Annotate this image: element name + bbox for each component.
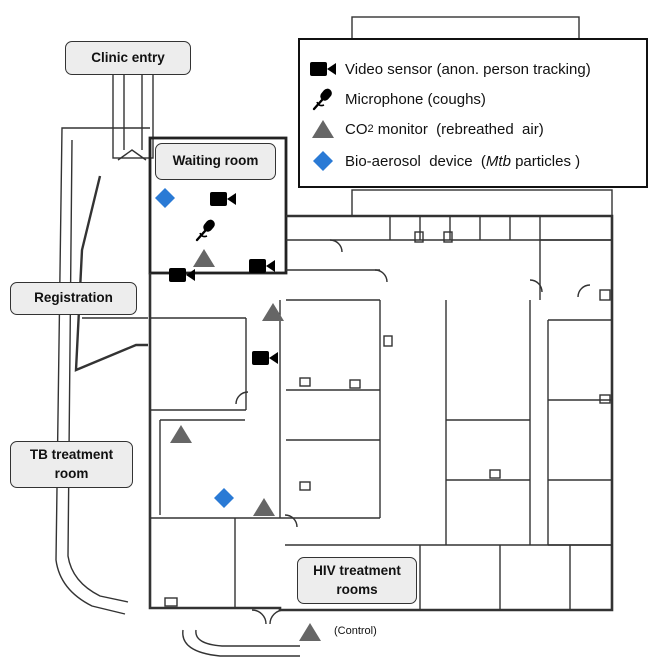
- co2-monitor-icon: [193, 249, 215, 267]
- video-camera-icon: [252, 351, 278, 365]
- microphone-icon: [308, 87, 338, 111]
- legend-item-video: Video sensor (anon. person tracking): [308, 56, 591, 82]
- bioaerosol-device-icon: [155, 188, 175, 208]
- video-camera-icon: [210, 192, 236, 206]
- co2-monitor-icon: [308, 117, 338, 141]
- co2-monitor-icon: [170, 425, 192, 443]
- video-camera-icon: [249, 259, 275, 273]
- co2-monitor-icon: [253, 498, 275, 516]
- legend-item-bioaerosol: Bio-aerosol device (Mtb particles ): [308, 148, 580, 174]
- label-clinic-entry: Clinic entry: [65, 41, 191, 75]
- microphone-icon: [195, 219, 215, 242]
- legend-item-microphone: Microphone (coughs): [308, 86, 486, 112]
- legend: Video sensor (anon. person tracking) Mic…: [298, 38, 648, 188]
- rear-porch: [182, 629, 300, 657]
- bioaerosol-device-icon: [308, 149, 338, 173]
- co2-monitor-icon: [262, 303, 284, 321]
- legend-label-co2-suffix: monitor (rebreathed air): [373, 120, 544, 138]
- legend-label-bioaerosol-prefix: Bio-aerosol device (: [345, 152, 486, 170]
- label-waiting-room: Waiting room: [155, 143, 276, 180]
- main-building-outline: [148, 214, 614, 612]
- label-tb-treatment-room: TB treatment room: [10, 441, 133, 488]
- label-hiv-treatment-rooms: HIV treatment rooms: [297, 557, 417, 604]
- legend-label-microphone: Microphone (coughs): [345, 90, 486, 108]
- legend-label-bioaerosol-suffix: particles ): [510, 152, 581, 170]
- co2-monitor-icon: [299, 623, 321, 641]
- video-camera-icon: [308, 57, 338, 81]
- legend-label-co2-subscript: 2: [367, 123, 374, 135]
- control-label: (Control): [334, 625, 377, 637]
- entry-ramp: [112, 71, 154, 159]
- legend-label-co2-prefix: CO: [345, 120, 368, 138]
- registration-wall: [74, 175, 148, 372]
- label-registration: Registration: [10, 282, 137, 315]
- outer-walkway: [55, 127, 150, 615]
- north-corridor: [351, 189, 613, 217]
- video-camera-icon: [169, 268, 195, 282]
- bioaerosol-device-icon: [214, 488, 234, 508]
- waiting-room-walls: [148, 136, 288, 275]
- legend-label-bioaerosol-italic: Mtb: [485, 152, 511, 170]
- legend-label-video: Video sensor (anon. person tracking): [345, 60, 591, 78]
